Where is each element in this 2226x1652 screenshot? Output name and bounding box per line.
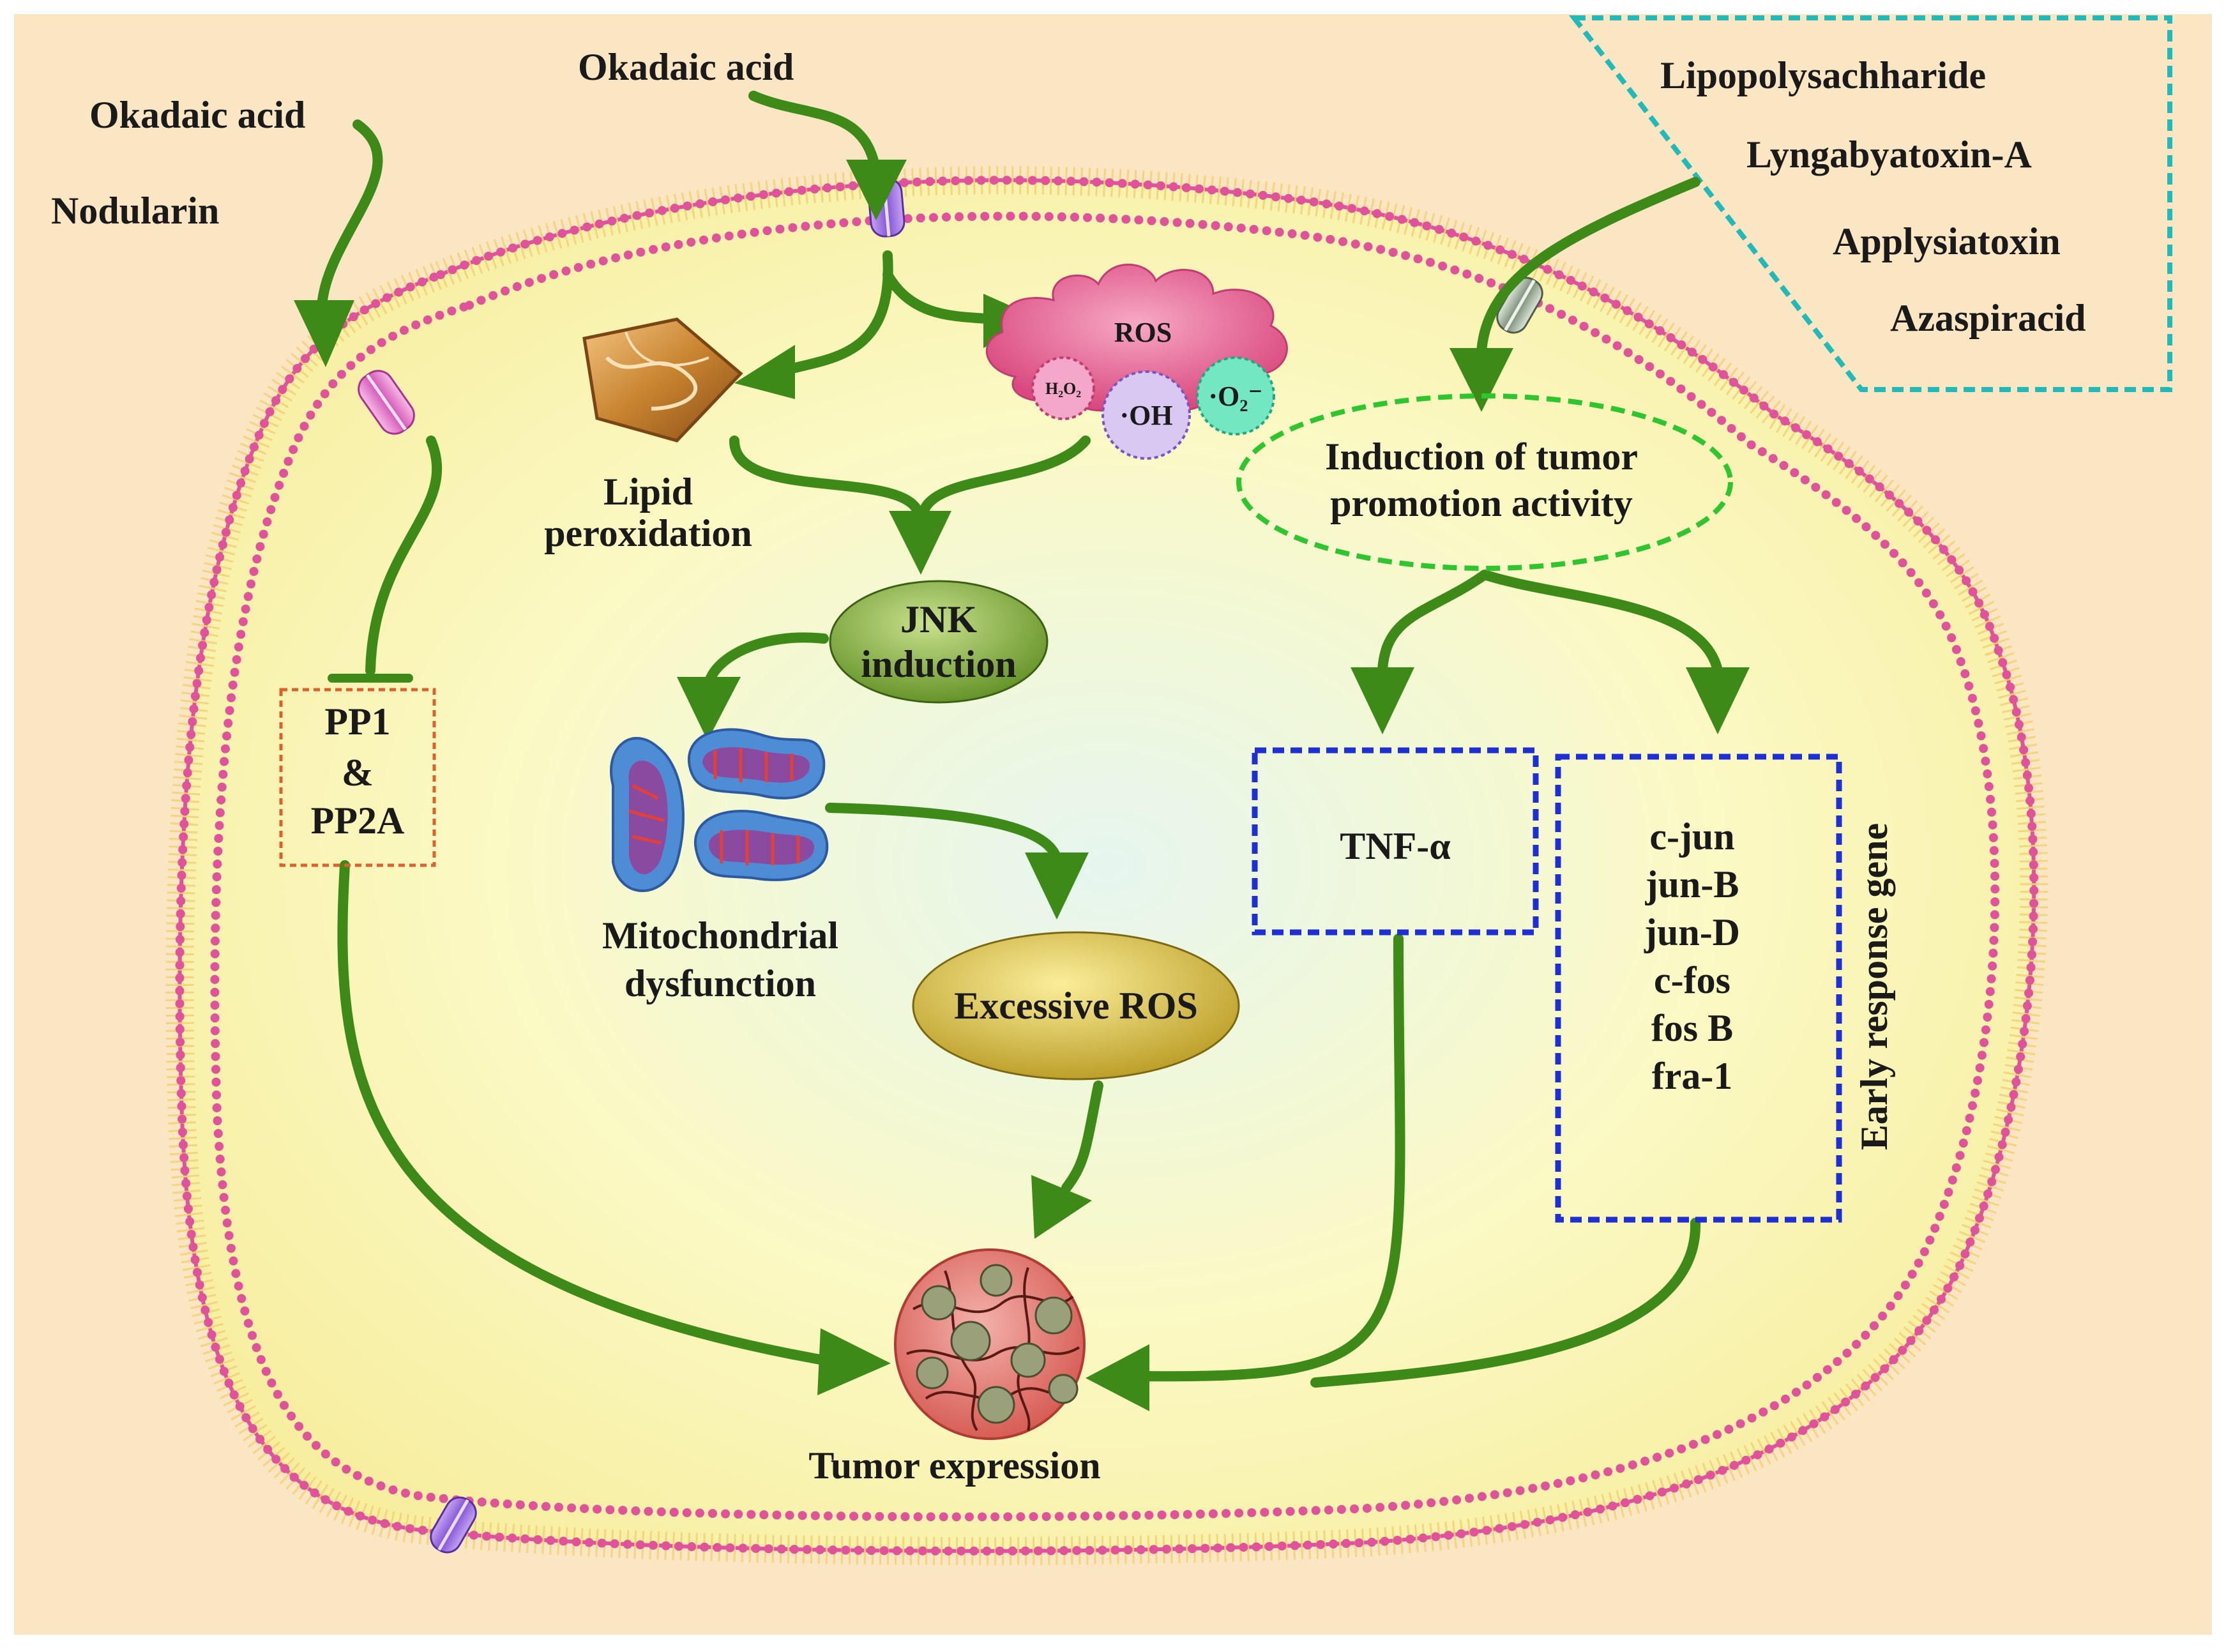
jnk-ellipse xyxy=(829,580,1049,704)
arrow-to-ros xyxy=(882,269,1001,324)
arrow-lipid-to-jnk xyxy=(729,436,925,522)
o2-bubble xyxy=(1196,356,1275,436)
arrowhead-okadaic-top xyxy=(846,160,907,220)
okadaic-acid-left-label: Okadaic acid xyxy=(89,94,305,136)
lipid-label-1: Lipid xyxy=(603,471,693,513)
tumor-promotion-label-1: Induction of tumor xyxy=(1325,436,1638,478)
gene-4: fos B xyxy=(1651,1007,1733,1049)
excessive-ros-label: Excessive ROS xyxy=(954,985,1198,1027)
excessive-ros-ellipse xyxy=(912,931,1240,1080)
pp-label-2: & xyxy=(342,752,374,794)
arrowhead-right-to-tumor xyxy=(1086,1344,1149,1411)
tumor-promotion-label-2: promotion activity xyxy=(1330,482,1633,524)
channel-bottom-icon xyxy=(430,1496,477,1554)
arrowhead-to-tnf xyxy=(1351,667,1414,734)
arrowhead-okadaic-left xyxy=(294,300,354,367)
oh-bubble xyxy=(1102,370,1191,460)
tumor-icon xyxy=(894,1248,1086,1440)
arrow-to-lipid xyxy=(780,250,893,375)
toxin-right-1: Lyngabyatoxin-A xyxy=(1746,133,2032,176)
arrow-tnf-to-tumor xyxy=(1135,934,1405,1382)
gene-3: c-fos xyxy=(1654,959,1730,1001)
pp-label-3: PP2A xyxy=(311,799,405,842)
gene-2: jun-D xyxy=(1644,911,1740,953)
membrane-inner-heads xyxy=(210,211,2000,1522)
mito-label-2: dysfunction xyxy=(625,962,816,1004)
ros-title: ROS xyxy=(1114,317,1172,348)
arrowhead-to-lipid xyxy=(734,345,795,399)
arrow-excessive-to-tumor xyxy=(1061,1080,1103,1193)
toxin-right-0: Lipopolysachharide xyxy=(1660,54,1986,96)
o2-label: ·O₂⁻ xyxy=(1208,381,1262,412)
arrow-jnk-to-mito xyxy=(704,632,829,688)
arrow-genes-to-tumor xyxy=(1310,1218,1701,1388)
channel-left-icon xyxy=(358,370,415,435)
arrowhead-to-promotion xyxy=(1450,348,1513,412)
tnf-label: TNF-α xyxy=(1340,825,1450,867)
arrow-ros-to-jnk xyxy=(918,436,1091,519)
arrow-right-toxins xyxy=(1476,177,1700,356)
membrane-outer-heads xyxy=(175,176,2039,1556)
toxin-right-2: Applysiatoxin xyxy=(1833,220,2061,262)
gene-5: fra-1 xyxy=(1652,1055,1733,1097)
gene-0: c-jun xyxy=(1649,815,1734,858)
gene-1: jun-B xyxy=(1645,863,1739,906)
mito-label-1: Mitochondrial xyxy=(602,914,838,957)
jnk-label-2: induction xyxy=(861,643,1016,685)
jnk-label-1: JNK xyxy=(900,598,977,640)
arrowhead-to-genes xyxy=(1686,667,1750,734)
h2o2-label: H₂O₂ xyxy=(1045,379,1081,398)
arrowhead-to-tumor-top xyxy=(1031,1175,1092,1239)
h2o2-bubble xyxy=(1031,356,1095,420)
toxin-right-3: Azaspiracid xyxy=(1890,297,2086,339)
mitochondria-icon xyxy=(610,728,829,892)
lipid-label-2: peroxidation xyxy=(544,512,752,554)
arrow-to-tnf xyxy=(1377,570,1490,676)
arrow-to-early-genes xyxy=(1480,570,1723,676)
arrow-okadaic-top xyxy=(748,91,880,171)
early-genes-box xyxy=(1555,754,1842,1223)
okadaic-acid-top-label: Okadaic acid xyxy=(578,46,794,88)
arrow-okadaic-left xyxy=(317,119,383,305)
arrowhead-to-mito xyxy=(677,677,741,741)
arrow-pp-to-tumor xyxy=(337,860,829,1365)
arrow-mito-to-excessive xyxy=(825,803,1062,864)
arrowhead-to-excessive xyxy=(1025,853,1089,920)
inhibition-line-pp xyxy=(365,436,443,676)
arrowhead-pp-to-tumor xyxy=(817,1328,891,1395)
tumor-promotion-ellipse xyxy=(1236,393,1733,571)
early-response-label: Early response gene xyxy=(1853,823,1895,1150)
tumor-expression-label: Tumor expression xyxy=(808,1444,1100,1487)
oh-label: ·OH xyxy=(1119,400,1172,431)
nodularin-label: Nodularin xyxy=(51,190,219,232)
external-toxin-region xyxy=(1568,15,2172,392)
arrowhead-to-jnk xyxy=(889,511,951,575)
lipid-peroxidation-icon xyxy=(582,317,743,443)
pp-label-1: PP1 xyxy=(324,701,390,743)
pp-box xyxy=(279,688,436,867)
